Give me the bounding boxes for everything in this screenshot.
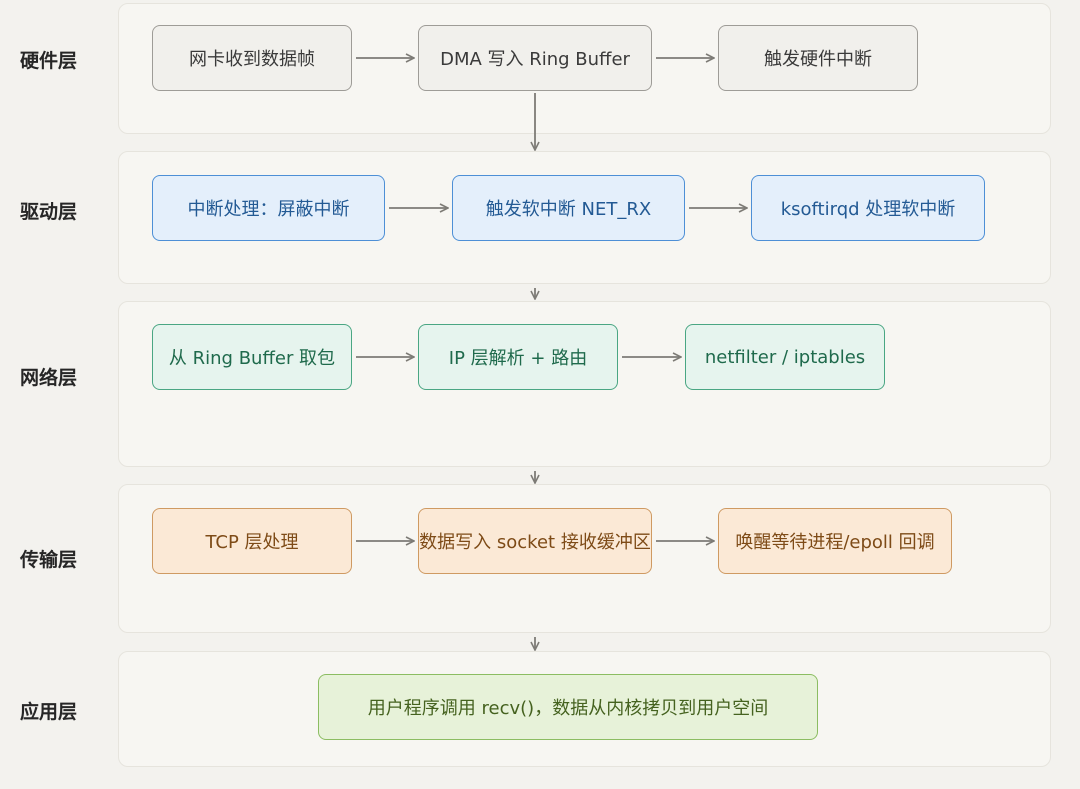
node-socket-buffer-write: 数据写入 socket 接收缓冲区: [418, 508, 652, 574]
node-user-recv: 用户程序调用 recv()，数据从内核拷贝到用户空间: [318, 674, 818, 740]
node-ksoftirqd: ksoftirqd 处理软中断: [751, 175, 985, 241]
node-hardware-interrupt: 触发硬件中断: [718, 25, 918, 91]
node-netfilter: netfilter / iptables: [685, 324, 885, 390]
node-tcp-processing: TCP 层处理: [152, 508, 352, 574]
layer-label-application: 应用层: [20, 701, 78, 723]
node-ip-parse-route: IP 层解析 + 路由: [418, 324, 618, 390]
layer-label-hardware: 硬件层: [20, 50, 78, 72]
node-dma-write-ring-buffer: DMA 写入 Ring Buffer: [418, 25, 652, 91]
layer-label-transport: 传输层: [20, 549, 78, 571]
node-interrupt-handler: 中断处理：屏蔽中断: [152, 175, 385, 241]
node-fetch-packet: 从 Ring Buffer 取包: [152, 324, 352, 390]
layer-label-driver: 驱动层: [20, 201, 78, 223]
node-nic-receive-frame: 网卡收到数据帧: [152, 25, 352, 91]
node-wake-process-epoll: 唤醒等待进程/epoll 回调: [718, 508, 952, 574]
node-trigger-softirq: 触发软中断 NET_RX: [452, 175, 685, 241]
layer-label-network: 网络层: [20, 367, 78, 389]
